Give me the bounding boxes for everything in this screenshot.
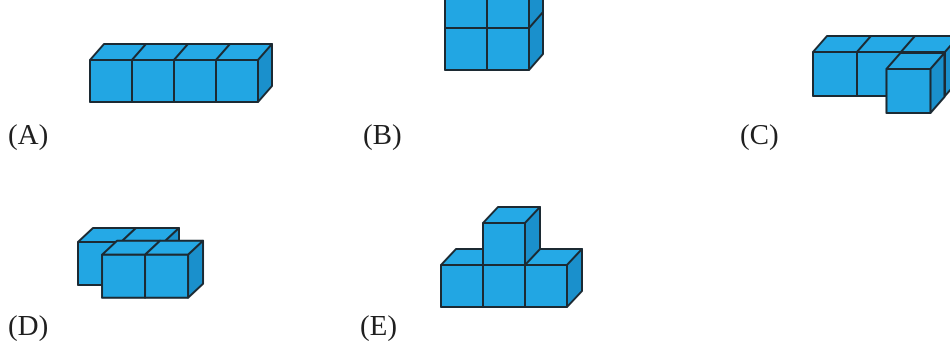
unit-cube <box>144 239 205 299</box>
unit-cube <box>482 206 541 266</box>
figure-a-label: (A) <box>8 119 48 151</box>
unit-cube <box>524 248 583 308</box>
figure-b-label: (B) <box>363 119 402 151</box>
figure-e-cubes <box>440 206 583 308</box>
figure-b-cubes <box>444 0 544 71</box>
unit-cube <box>486 0 544 29</box>
figure-d-label: (D) <box>8 310 48 341</box>
unit-cube <box>215 43 273 103</box>
figure-a: (A) <box>8 43 273 151</box>
figure-c: (C) <box>740 35 950 151</box>
figure-c-label: (C) <box>740 119 779 151</box>
figure-c-cubes <box>812 35 950 114</box>
unit-cube <box>885 51 946 114</box>
figure-e: (E) <box>360 206 583 341</box>
figure-a-cubes <box>89 43 273 103</box>
figure-d: (D) <box>8 227 205 341</box>
figure-b: (B) <box>363 0 544 151</box>
figure-d-cubes <box>77 227 205 299</box>
figure-e-label: (E) <box>360 310 397 341</box>
